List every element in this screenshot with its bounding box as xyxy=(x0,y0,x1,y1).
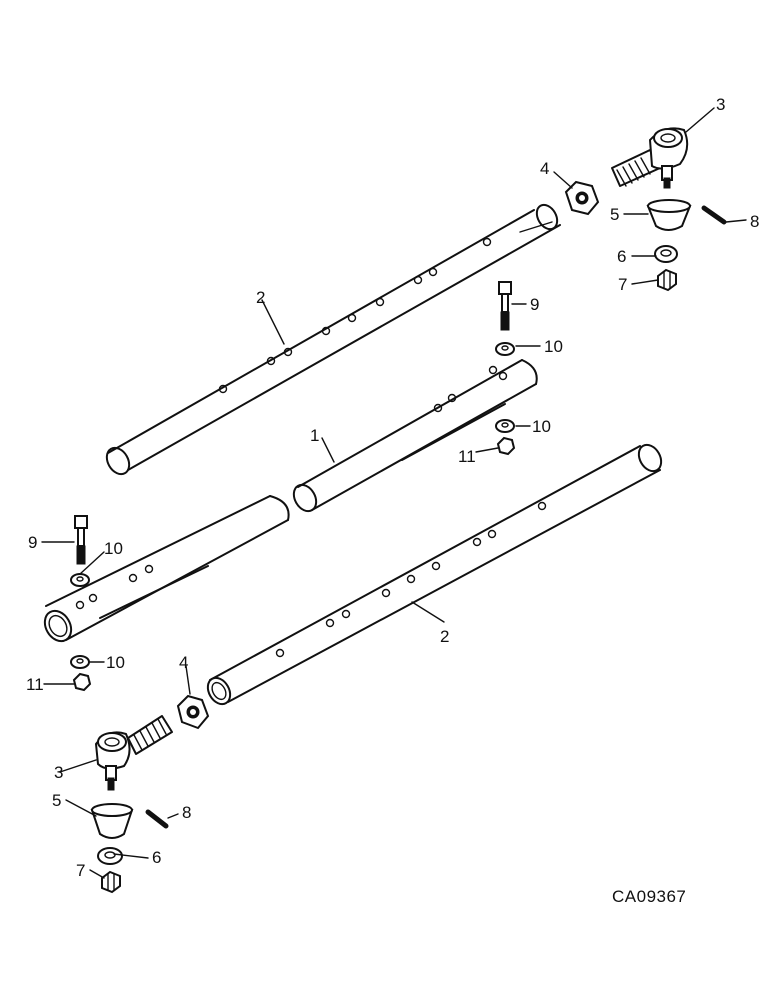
inner-tube-left xyxy=(43,495,290,643)
callout-8-lower: 8 xyxy=(182,803,191,822)
upper-cotter-pin xyxy=(701,205,727,225)
upper-castle-nut xyxy=(657,268,677,292)
callout-7-lower: 7 xyxy=(76,861,85,880)
callout-10-right-lower: 10 xyxy=(532,417,551,436)
right-small-nut xyxy=(496,436,516,456)
left-bolt xyxy=(74,515,88,565)
callout-1: 1 xyxy=(310,426,319,445)
callout-10-left-upper: 10 xyxy=(104,539,123,558)
callout-10-right-upper: 10 xyxy=(544,337,563,356)
lower-outer-tube xyxy=(206,443,663,706)
lower-boot xyxy=(90,803,134,839)
callout-9-left: 9 xyxy=(28,533,37,552)
callout-6-lower: 6 xyxy=(152,848,161,867)
callout-10-left-lower: 10 xyxy=(106,653,125,672)
right-bolt xyxy=(498,281,512,331)
right-lockwasher-lower xyxy=(495,419,515,433)
callout-3-lower: 3 xyxy=(54,763,63,782)
upper-boot xyxy=(646,199,692,231)
callout-5-lower: 5 xyxy=(52,791,61,810)
callout-3-upper: 3 xyxy=(716,95,725,114)
upper-tie-rod-end xyxy=(611,127,689,189)
lower-washer xyxy=(97,847,123,865)
callout-9-right: 9 xyxy=(530,295,539,314)
left-lockwasher-upper xyxy=(70,573,90,587)
upper-hex-nut xyxy=(564,180,600,216)
inner-tube-right xyxy=(292,359,538,513)
callout-11-left: 11 xyxy=(26,675,44,694)
callout-4-upper: 4 xyxy=(540,159,549,178)
left-small-nut xyxy=(72,672,92,692)
callout-5-upper: 5 xyxy=(610,205,619,224)
left-lockwasher-lower xyxy=(70,655,90,669)
callout-6-upper: 6 xyxy=(617,247,626,266)
leader-lines xyxy=(41,107,747,879)
lower-castle-nut xyxy=(101,870,121,894)
callout-7-upper: 7 xyxy=(618,275,627,294)
right-lockwasher-upper xyxy=(495,342,515,356)
callout-2-upper: 2 xyxy=(256,288,265,307)
callout-2-lower: 2 xyxy=(440,627,449,646)
callout-11-right: 11 xyxy=(458,447,476,466)
callout-8-upper: 8 xyxy=(750,212,759,231)
lower-cotter-pin xyxy=(145,809,169,829)
lower-tie-rod-end xyxy=(94,715,173,791)
diagram-code: CA09367 xyxy=(612,887,686,906)
callout-4-lower: 4 xyxy=(179,653,188,672)
lower-hex-nut xyxy=(176,694,210,730)
upper-outer-tube xyxy=(105,203,561,476)
upper-washer xyxy=(654,245,678,263)
callout-labels: 1 2 2 3 3 4 4 5 5 6 6 7 7 8 8 9 9 10 10 … xyxy=(26,95,759,906)
